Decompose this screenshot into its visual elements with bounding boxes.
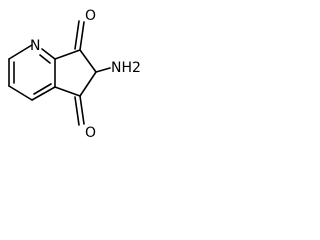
atom-label-oxygen-top: O [85,8,96,24]
bond-c7-o-top-double [74,20,80,50]
bond-c6-c7 [54,49,81,60]
bond-c6-n1-double [39,54,51,64]
atom-label-nitrogen: N [30,38,40,54]
bond-c3-c4 [8,85,33,101]
bond-c9-o-bottom [79,95,85,125]
bond-c9-c5 [54,86,81,97]
atom-label-amine: NH2 [111,60,141,76]
bond-c8-n-amine [95,67,111,73]
bond-n1-c2 [8,44,33,60]
bond-c6-n1 [41,48,56,60]
bond-c4-c5-double [33,83,52,95]
atom-label-oxygen-bottom: O [85,125,96,141]
bond-c7-c8 [79,49,97,73]
bond-c4-c5 [31,86,56,101]
bond-c7-o-top [79,21,85,51]
bond-c8-c9 [79,71,97,97]
bond-c9-o-bottom-double [74,96,80,126]
chemical-structure: N O O NH2 [8,8,141,141]
